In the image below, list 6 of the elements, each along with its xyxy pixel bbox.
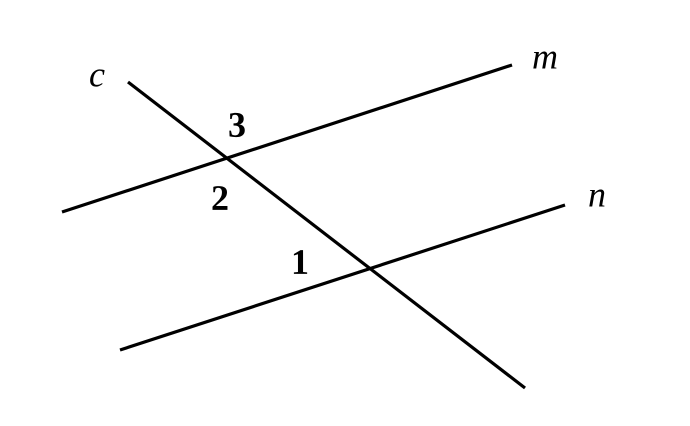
line-label: c [90, 69, 105, 87]
line-label: m [533, 52, 556, 68]
line-label: n [589, 190, 604, 206]
line-label: 3 [229, 112, 245, 138]
line-label: 1 [294, 250, 308, 274]
line-label: 2 [212, 186, 228, 210]
